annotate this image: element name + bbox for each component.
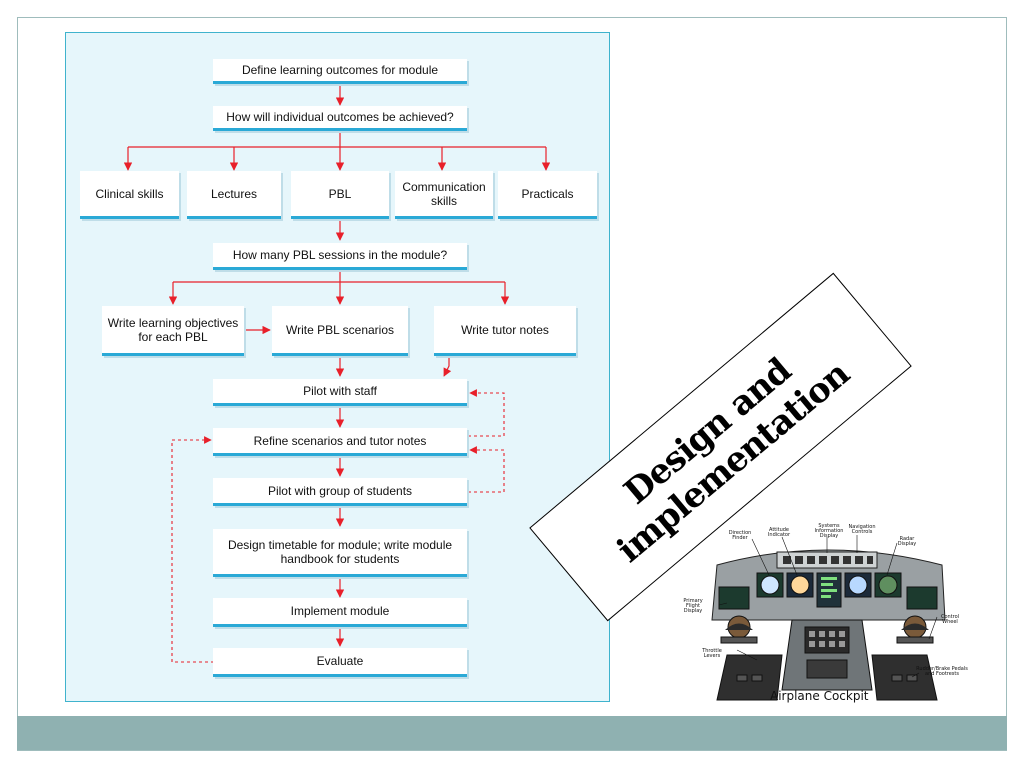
box-refine-scenarios: Refine scenarios and tutor notes (213, 428, 467, 456)
box-write-objectives: Write learning objectives for each PBL (102, 306, 244, 356)
slide-footer-bar (17, 716, 1007, 750)
label-throttle-levers: Throttle Levers (702, 648, 722, 659)
label-direction-finder: Direction Finder (728, 530, 752, 541)
box-write-tutor-notes: Write tutor notes (434, 306, 576, 356)
label-rudder-pedals: Rudder/Brake Pedals and Footrests (916, 666, 968, 677)
box-define-outcomes: Define learning outcomes for module (213, 59, 467, 84)
box-lectures: Lectures (187, 171, 281, 219)
label-control-wheel: Control Wheel (940, 614, 960, 625)
box-evaluate: Evaluate (213, 648, 467, 677)
box-practicals: Practicals (498, 171, 597, 219)
box-implement-module: Implement module (213, 598, 467, 627)
box-pbl: PBL (291, 171, 389, 219)
label-primary-flight-display: Primary Flight Display (683, 598, 703, 614)
box-write-scenarios: Write PBL scenarios (272, 306, 408, 356)
label-systems-display: Systems Information Display (814, 523, 844, 539)
box-clinical-skills: Clinical skills (80, 171, 179, 219)
box-pilot-students: Pilot with group of students (213, 478, 467, 506)
box-communication-skills: Communication skills (395, 171, 493, 219)
cockpit-title: Airplane Cockpit (770, 689, 869, 703)
label-attitude-indicator: Attitude Indicator (767, 527, 791, 538)
slide-frame (17, 17, 1007, 751)
box-pilot-staff: Pilot with staff (213, 379, 467, 406)
label-radar-display: Radar Display (897, 536, 917, 547)
box-how-achieved: How will individual outcomes be achieved… (213, 106, 467, 131)
box-design-timetable: Design timetable for module; write modul… (213, 529, 467, 577)
airplane-cockpit-illustration (711, 535, 946, 701)
box-how-many-sessions: How many PBL sessions in the module? (213, 243, 467, 270)
label-navigation-controls: Navigation Controls (848, 524, 876, 535)
